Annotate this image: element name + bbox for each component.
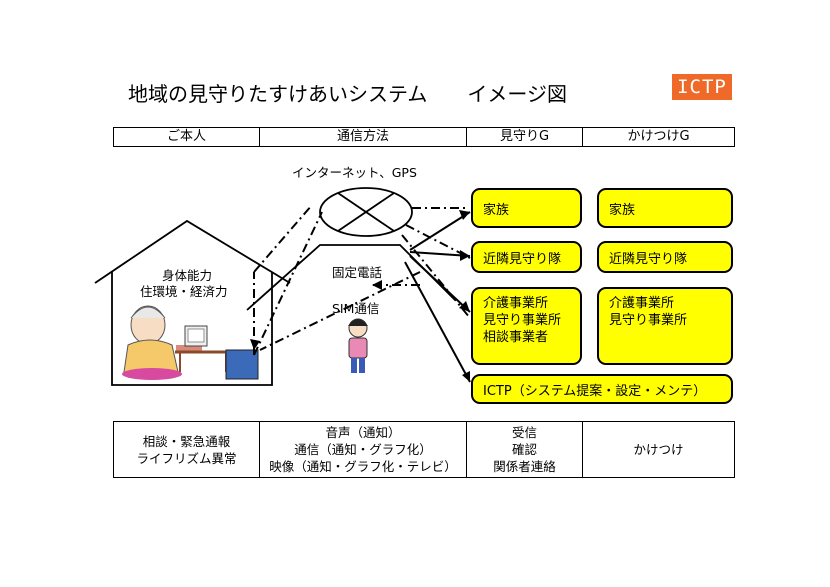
ictp-logo: ICTP <box>672 74 732 100</box>
rush-neighbors-box: 近隣見守り隊 <box>597 241 733 273</box>
internet-label: インターネット、GPS <box>292 165 417 180</box>
sim-label: SIM通信 <box>332 301 380 316</box>
landline-label: 固定電話 <box>332 265 383 280</box>
house-line-2: 住環境・経済力 <box>140 284 228 299</box>
header-rush: かけつけG <box>582 127 735 147</box>
title-sub: イメージ図 <box>467 82 568 106</box>
watch-neighbors-box: 近隣見守り隊 <box>471 241 582 273</box>
bottom-person: 相談・緊急通報 ライフリズム異常 <box>113 421 260 478</box>
bottom-comm: 音声（通知） 通信（通知・グラフ化） 映像（通知・グラフ化・テレビ） <box>259 421 467 478</box>
rush-care-box: 介護事業所 見守り事業所 <box>597 287 733 365</box>
header-comm: 通信方法 <box>259 127 467 147</box>
arrow-heads <box>250 210 470 382</box>
watch-family-box: 家族 <box>471 188 582 228</box>
solid-arrows <box>404 211 471 383</box>
bottom-watch: 受信 確認 関係者連絡 <box>466 421 583 478</box>
header-table: ご本人 通信方法 見守りG かけつけG <box>113 127 735 147</box>
tv-icon <box>225 349 259 380</box>
title-main: 地域の見守りたすけあいシステム <box>128 82 428 106</box>
bottom-table: 相談・緊急通報 ライフリズム異常 音声（通知） 通信（通知・グラフ化） 映像（通… <box>113 421 735 478</box>
elderly-person-icon <box>122 305 202 380</box>
rush-family-box: 家族 <box>597 188 733 228</box>
bottom-rush: かけつけ <box>582 421 735 478</box>
page-title: 地域の見守りたすけあいシステム イメージ図 <box>128 78 567 107</box>
house-line-1: 身体能力 <box>162 268 213 283</box>
operator-person-icon <box>348 318 368 373</box>
internet-icon <box>319 187 413 237</box>
house-outline <box>94 219 291 386</box>
watch-care-box: 介護事業所 見守り事業所 相談事業者 <box>471 287 582 365</box>
header-watch: 見守りG <box>466 127 583 147</box>
ictp-box: ICTP（システム提案・設定・メンテ） <box>471 374 733 404</box>
